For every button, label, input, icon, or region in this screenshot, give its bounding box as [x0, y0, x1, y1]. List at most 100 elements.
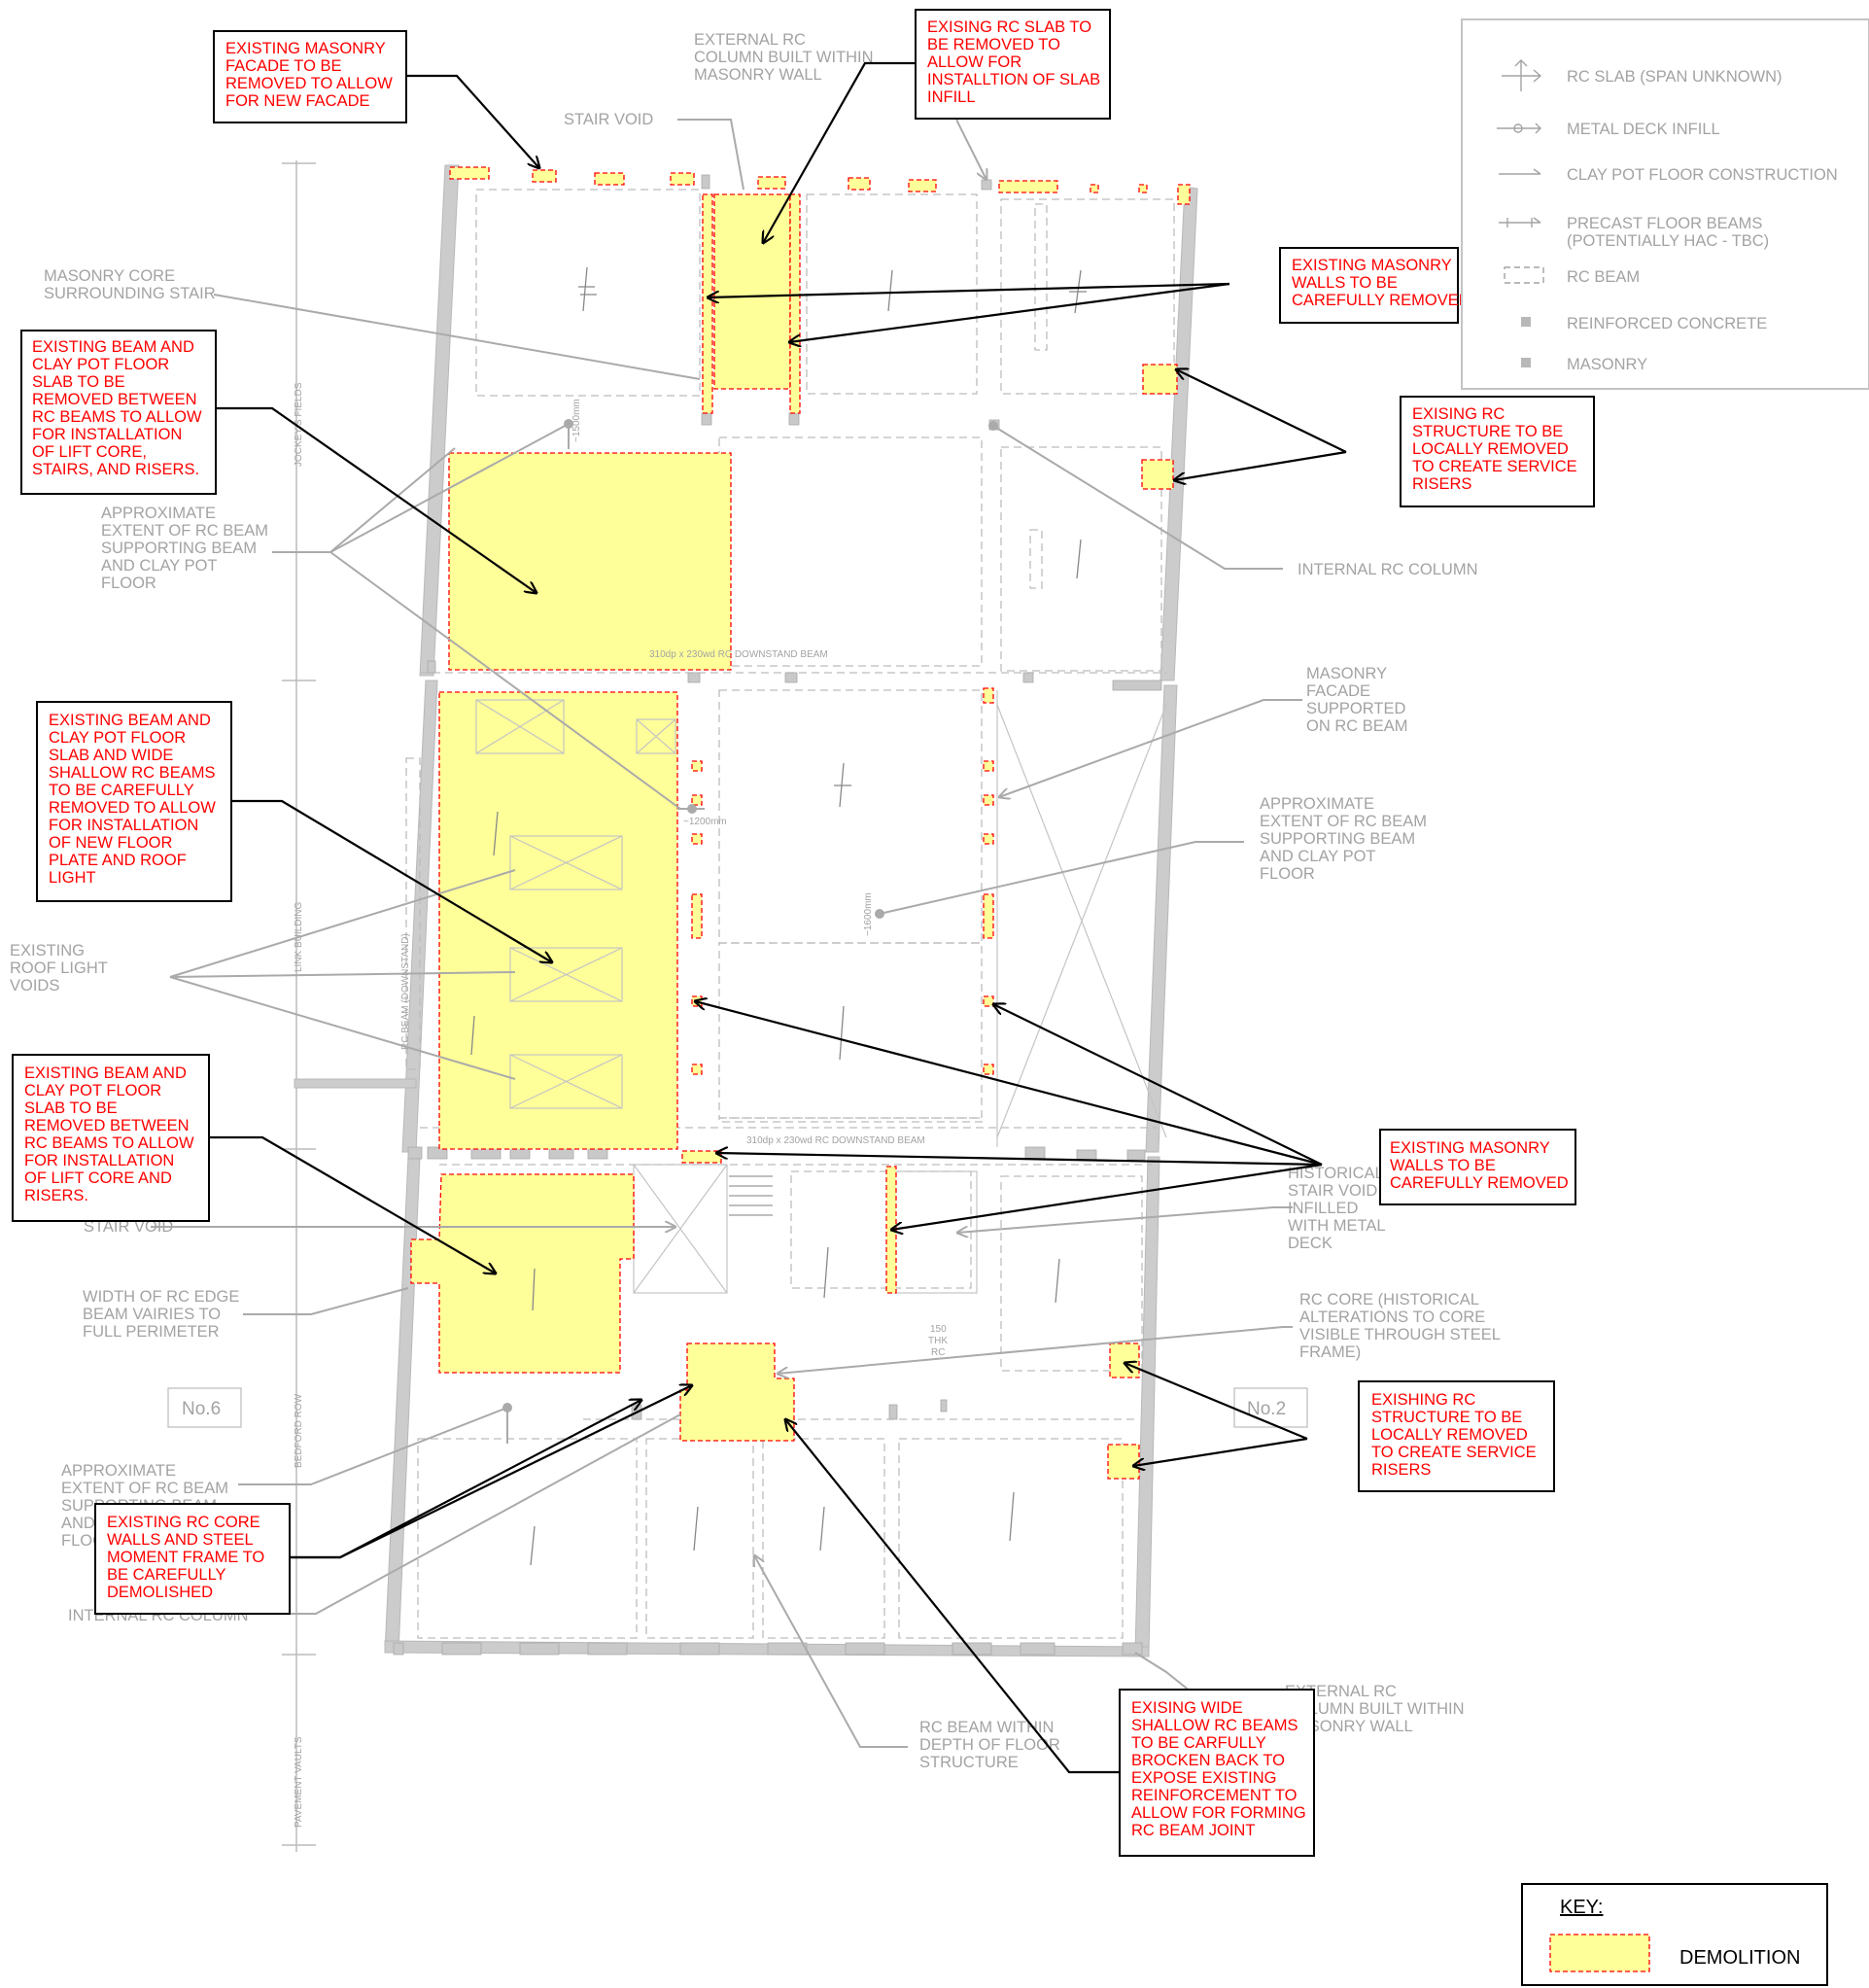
- svg-text:REMOVED BETWEEN: REMOVED BETWEEN: [32, 391, 197, 408]
- svg-text:EXISTING: EXISTING: [10, 942, 85, 959]
- svg-text:WIDTH OF RC EDGE: WIDTH OF RC EDGE: [83, 1288, 239, 1306]
- grey-label-historical-stair: HISTORICAL STAIR VOID INFILLED WITH META…: [1288, 1165, 1386, 1252]
- note-rc-core-demolished: EXISTING RC CORE WALLS AND STEEL MOMENT …: [94, 1503, 291, 1615]
- no2-box: [1233, 1387, 1308, 1428]
- svg-text:RISERS: RISERS: [1412, 475, 1471, 493]
- svg-text:APPROXIMATE: APPROXIMATE: [101, 505, 216, 522]
- grey-label-approx-extent-1: APPROXIMATE EXTENT OF RC BEAM SUPPORTING…: [101, 505, 268, 592]
- legend-masonry: MASONRY: [1567, 356, 1647, 373]
- svg-text:RC CORE (HISTORICAL: RC CORE (HISTORICAL: [1299, 1291, 1479, 1308]
- note-masonry-facade: EXISTING MASONRY FACADE TO BE REMOVED TO…: [213, 30, 407, 123]
- legend-clay-pot: CLAY POT FLOOR CONSTRUCTION: [1567, 166, 1838, 184]
- note-new-floor-plate: EXISTING BEAM AND CLAY POT FLOOR SLAB AN…: [36, 701, 232, 902]
- svg-text:SUPPORTING BEAM: SUPPORTING BEAM: [101, 540, 257, 557]
- svg-text:ALTERATIONS TO CORE: ALTERATIONS TO CORE: [1299, 1308, 1485, 1326]
- svg-text:RC: RC: [931, 1347, 945, 1358]
- svg-text:MASONRY: MASONRY: [1306, 665, 1387, 682]
- grey-label-internal-col: INTERNAL RC COLUMN: [1298, 561, 1478, 578]
- svg-text:REMOVED BETWEEN: REMOVED BETWEEN: [24, 1117, 190, 1134]
- legend-precast-line2: (POTENTIALLY HAC - TBC): [1567, 232, 1769, 250]
- svg-text:FOR NEW FACADE: FOR NEW FACADE: [225, 92, 370, 110]
- svg-text:TO BE CARFULLY: TO BE CARFULLY: [1131, 1734, 1266, 1752]
- svg-text:VOIDS: VOIDS: [10, 977, 59, 994]
- svg-text:APPROXIMATE: APPROXIMATE: [1260, 795, 1374, 813]
- dim-1200: ~1200mm: [683, 817, 727, 827]
- downstand-beam-label-1: 310dp x 230wd RC DOWNSTAND BEAM: [649, 649, 828, 660]
- svg-text:BE CAREFULLY: BE CAREFULLY: [107, 1566, 226, 1584]
- column-markers: [393, 174, 1162, 1656]
- grey-label-approx-extent-2: APPROXIMATE EXTENT OF RC BEAM SUPPORTING…: [1260, 795, 1427, 883]
- svg-text:HISTORICAL: HISTORICAL: [1288, 1165, 1384, 1182]
- svg-text:EXTENT OF RC BEAM: EXTENT OF RC BEAM: [101, 522, 268, 540]
- svg-text:RISERS: RISERS: [1371, 1461, 1431, 1479]
- note-service-risers-top: EXISING RC STRUCTURE TO BE LOCALLY REMOV…: [1400, 396, 1595, 507]
- svg-text:APPROXIMATE: APPROXIMATE: [61, 1462, 176, 1480]
- svg-text:EXPOSE EXISTING: EXPOSE EXISTING: [1131, 1769, 1276, 1787]
- svg-text:ALLOW FOR: ALLOW FOR: [927, 53, 1021, 71]
- note-masonry-walls-middle: EXISTING MASONRY WALLS TO BE CAREFULLY R…: [1379, 1129, 1576, 1205]
- svg-text:SLAB TO BE: SLAB TO BE: [24, 1099, 118, 1117]
- svg-text:FULL PERIMETER: FULL PERIMETER: [83, 1323, 220, 1341]
- svg-text:TO CREATE SERVICE: TO CREATE SERVICE: [1371, 1444, 1537, 1461]
- svg-text:AND CLAY POT: AND CLAY POT: [1260, 848, 1376, 865]
- svg-text:OF LIFT CORE,: OF LIFT CORE,: [32, 443, 147, 461]
- svg-text:WITH METAL: WITH METAL: [1288, 1217, 1386, 1235]
- svg-text:DECK: DECK: [1288, 1235, 1333, 1252]
- svg-text:CLAY POT FLOOR: CLAY POT FLOOR: [49, 729, 186, 747]
- svg-text:ROOF LIGHT: ROOF LIGHT: [10, 959, 108, 977]
- black-leaders: [209, 61, 1347, 1774]
- svg-text:CAREFULLY REMOVED: CAREFULLY REMOVED: [1292, 292, 1471, 309]
- svg-text:COLUMN BUILT WITHIN: COLUMN BUILT WITHIN: [1285, 1700, 1465, 1718]
- demolition-zones: [410, 166, 1191, 1480]
- grid-label-jockeys-fields: JOCKEY'S FIELDS: [294, 382, 304, 467]
- svg-text:MASONRY CORE: MASONRY CORE: [44, 267, 175, 285]
- svg-text:EXTENT OF RC BEAM: EXTENT OF RC BEAM: [1260, 813, 1427, 830]
- rc-150-label: 150 THK RC: [928, 1324, 948, 1358]
- svg-text:EXISTING BEAM AND: EXISTING BEAM AND: [32, 338, 194, 356]
- svg-text:REINFORCEMENT TO: REINFORCEMENT TO: [1131, 1787, 1298, 1804]
- rc-beam-outlines: [405, 189, 1175, 1639]
- svg-text:OF LIFT CORE AND: OF LIFT CORE AND: [24, 1169, 172, 1187]
- grey-leaders: [151, 87, 1302, 1748]
- note-rc-slab-infill: EXISING RC SLAB TO BE REMOVED TO ALLOW F…: [915, 9, 1111, 120]
- svg-text:STAIRS, AND RISERS.: STAIRS, AND RISERS.: [32, 461, 199, 478]
- grey-label-edge-beam: WIDTH OF RC EDGE BEAM VAIRIES TO FULL PE…: [83, 1288, 239, 1341]
- svg-text:CLAY POT FLOOR: CLAY POT FLOOR: [32, 356, 169, 373]
- dim-1600: ~1600mm: [863, 892, 874, 936]
- grey-label-ext-col-top: EXTERNAL RC COLUMN BUILT WITHIN MASONRY …: [694, 31, 874, 84]
- legend-reinforced-concrete: REINFORCED CONCRETE: [1567, 315, 1767, 332]
- legend-rc-slab: RC SLAB (SPAN UNKNOWN): [1567, 68, 1782, 86]
- svg-text:BE REMOVED TO: BE REMOVED TO: [927, 36, 1060, 53]
- roof-light-voids: [475, 699, 676, 1109]
- svg-text:FOR INSTALLATION: FOR INSTALLATION: [24, 1152, 174, 1169]
- grey-label-masonry-facade: MASONRY FACADE SUPPORTED ON RC BEAM: [1306, 665, 1408, 735]
- grey-label-roof-voids: EXISTING ROOF LIGHT VOIDS: [10, 942, 108, 994]
- svg-text:SLAB TO BE: SLAB TO BE: [32, 373, 125, 391]
- svg-text:RISERS.: RISERS.: [24, 1187, 88, 1204]
- key-title: KEY:: [1560, 1897, 1603, 1918]
- svg-text:OF NEW FLOOR: OF NEW FLOOR: [49, 834, 173, 852]
- key-demolition-label: DEMOLITION: [1679, 1947, 1800, 1969]
- svg-text:EXISTING BEAM AND: EXISTING BEAM AND: [24, 1064, 187, 1082]
- svg-text:CAREFULLY REMOVED: CAREFULLY REMOVED: [1390, 1174, 1569, 1192]
- svg-text:FOR INSTALLATION: FOR INSTALLATION: [49, 817, 198, 834]
- grid-label-pavement-vaults: PAVEMENT VAULTS: [294, 1736, 304, 1828]
- svg-text:FLOOR: FLOOR: [101, 575, 156, 592]
- svg-text:AND CLAY POT: AND CLAY POT: [101, 557, 218, 575]
- no6-label: No.6: [182, 1399, 221, 1419]
- grey-label-rc-core: RC CORE (HISTORICAL ALTERATIONS TO CORE …: [1299, 1291, 1501, 1361]
- svg-text:SUPPORTING BEAM: SUPPORTING BEAM: [1260, 830, 1415, 848]
- svg-text:COLUMN BUILT WITHIN: COLUMN BUILT WITHIN: [694, 49, 874, 66]
- no2-label: No.2: [1247, 1399, 1286, 1419]
- grey-label-stair-void-top: STAIR VOID: [564, 111, 653, 128]
- svg-text:ON RC BEAM: ON RC BEAM: [1306, 717, 1408, 735]
- svg-text:VISIBLE THROUGH STEEL: VISIBLE THROUGH STEEL: [1299, 1326, 1501, 1343]
- svg-text:EXTENT OF RC BEAM: EXTENT OF RC BEAM: [61, 1480, 228, 1497]
- svg-text:WALLS TO BE: WALLS TO BE: [1390, 1157, 1496, 1174]
- svg-text:EXISHING RC: EXISHING RC: [1371, 1391, 1475, 1409]
- svg-text:EXISTING BEAM AND: EXISTING BEAM AND: [49, 712, 211, 729]
- svg-text:REMOVED TO ALLOW: REMOVED TO ALLOW: [49, 799, 216, 817]
- svg-text:MASONRY WALL: MASONRY WALL: [694, 66, 822, 84]
- svg-text:EXISING RC SLAB TO: EXISING RC SLAB TO: [927, 18, 1091, 36]
- svg-text:PLATE AND ROOF: PLATE AND ROOF: [49, 852, 187, 869]
